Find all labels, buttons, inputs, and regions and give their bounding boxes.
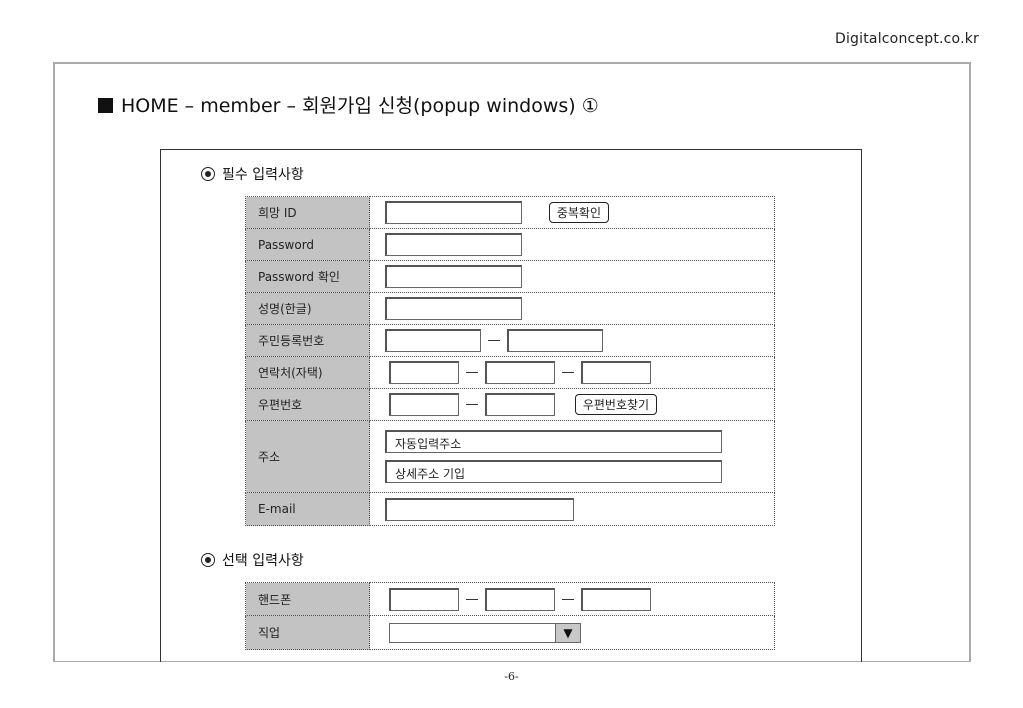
field-cell: [369, 356, 775, 389]
email-input[interactable]: [385, 497, 574, 521]
field-cell: [369, 292, 775, 325]
field-cell: [369, 228, 775, 261]
resident-number-back-input[interactable]: [507, 329, 603, 352]
site-name: Digitalconcept.co.kr: [834, 31, 979, 47]
password-input[interactable]: [385, 233, 522, 256]
zipcode-back-input[interactable]: [485, 393, 555, 416]
form-row-job: 직업 ▼: [245, 615, 775, 650]
resident-number-front-input[interactable]: [385, 329, 481, 352]
home-phone-area-input[interactable]: [389, 361, 459, 384]
page-title-text: HOME – member – 회원가입 신청(popup windows) ①: [121, 95, 599, 117]
field-cell: [369, 492, 775, 526]
label-resident-number: 주민등록번호: [245, 324, 370, 357]
form-row-name: 성명(한글): [245, 292, 775, 325]
home-phone-last-input[interactable]: [581, 361, 651, 384]
form-row-password-confirm: Password 확인: [245, 260, 775, 293]
label-email: E-mail: [245, 492, 370, 526]
page-title: HOME – member – 회원가입 신청(popup windows) ①: [98, 91, 599, 118]
page-number: -6-: [504, 670, 519, 683]
label-job: 직업: [245, 615, 370, 650]
label-name-korean: 성명(한글): [245, 292, 370, 325]
required-section-heading: 필수 입력사항: [201, 164, 304, 184]
form-row-mobile: 핸드폰: [245, 582, 775, 616]
radio-selected-icon: [201, 167, 215, 181]
field-cell: 우편번호찾기: [369, 388, 775, 421]
optional-section-title: 선택 입력사항: [222, 553, 304, 569]
address-auto-input[interactable]: 자동입력주소: [385, 430, 722, 453]
label-address: 주소: [245, 420, 370, 493]
field-cell: [369, 324, 775, 357]
desired-id-input[interactable]: [385, 201, 522, 224]
form-row-email: E-mail: [245, 492, 775, 526]
dash-separator: [562, 372, 574, 373]
form-row-rrn: 주민등록번호: [245, 324, 775, 357]
label-zipcode: 우편번호: [245, 388, 370, 421]
label-desired-id: 희망 ID: [245, 196, 370, 229]
required-section-title: 필수 입력사항: [222, 167, 304, 183]
zipcode-front-input[interactable]: [389, 393, 459, 416]
address-detail-input[interactable]: 상세주소 기입: [385, 460, 722, 483]
form-row-address: 주소 자동입력주소 상세주소 기입: [245, 420, 775, 493]
dash-separator: [466, 372, 478, 373]
field-cell: [369, 582, 775, 616]
name-korean-input[interactable]: [385, 297, 522, 320]
signup-popup: 필수 입력사항 희망 ID 중복확인 Password Password 확인 …: [160, 149, 862, 662]
dash-separator: [488, 340, 500, 341]
label-home-phone: 연락처(자택): [245, 356, 370, 389]
form-row-password: Password: [245, 228, 775, 261]
radio-selected-icon: [201, 553, 215, 567]
page-frame: [53, 62, 971, 662]
home-phone-middle-input[interactable]: [485, 361, 555, 384]
field-cell: 중복확인: [369, 196, 775, 229]
job-select[interactable]: ▼: [389, 622, 581, 643]
mobile-middle-input[interactable]: [485, 587, 555, 611]
optional-section-heading: 선택 입력사항: [201, 550, 304, 570]
label-password-confirm: Password 확인: [245, 260, 370, 293]
dash-separator: [466, 404, 478, 405]
field-cell: [369, 260, 775, 293]
duplicate-check-button[interactable]: 중복확인: [548, 202, 609, 223]
form-row-zipcode: 우편번호 우편번호찾기: [245, 388, 775, 421]
field-cell: 자동입력주소 상세주소 기입: [369, 420, 775, 493]
mobile-last-input[interactable]: [581, 587, 651, 611]
dropdown-arrow-icon[interactable]: ▼: [555, 623, 580, 642]
zipcode-search-button[interactable]: 우편번호찾기: [574, 394, 658, 415]
label-mobile: 핸드폰: [245, 582, 370, 616]
required-fields-table: 희망 ID 중복확인 Password Password 확인 성명(한글): [245, 196, 775, 526]
square-bullet-icon: [98, 98, 113, 113]
label-password: Password: [245, 228, 370, 261]
dash-separator: [466, 598, 478, 600]
form-row-phone: 연락처(자택): [245, 356, 775, 389]
dash-separator: [562, 598, 574, 600]
mobile-first-input[interactable]: [389, 587, 459, 611]
form-row-id: 희망 ID 중복확인: [245, 196, 775, 229]
optional-fields-table: 핸드폰 직업 ▼: [245, 582, 775, 650]
password-confirm-input[interactable]: [385, 265, 522, 288]
field-cell: ▼: [369, 615, 775, 650]
